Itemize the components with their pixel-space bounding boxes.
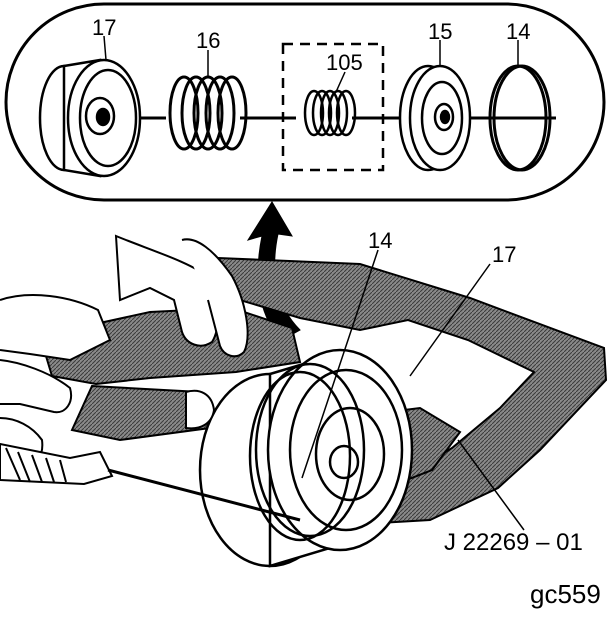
callout-14-main: 14 [368, 228, 392, 253]
main-illustration: 14 17 J 22269 – 01 gc559 [0, 201, 608, 609]
callout-16-inset: 16 [196, 28, 220, 53]
figure-id: gc559 [530, 579, 601, 609]
tool-label: J 22269 – 01 [444, 529, 583, 556]
part-105-dashed-box [281, 42, 385, 172]
part-16-spring [168, 75, 248, 151]
accumulator-body [198, 348, 414, 568]
callout-15-inset: 15 [428, 19, 452, 44]
hands-sketch [0, 234, 249, 464]
screwdriver [0, 442, 301, 522]
callout-17-main: 17 [492, 242, 516, 267]
inset-exploded-view: 17 16 105 15 14 [4, 2, 606, 202]
callout-14-inset: 14 [506, 19, 530, 44]
callout-17-inset: 17 [92, 15, 116, 40]
main-leaders [301, 249, 525, 531]
part-17-piston [38, 58, 142, 178]
inset-leaders [103, 35, 519, 93]
part-15-cover [398, 64, 472, 172]
part-105-inner-spring [303, 89, 357, 137]
callout-105-inset: 105 [326, 50, 363, 75]
